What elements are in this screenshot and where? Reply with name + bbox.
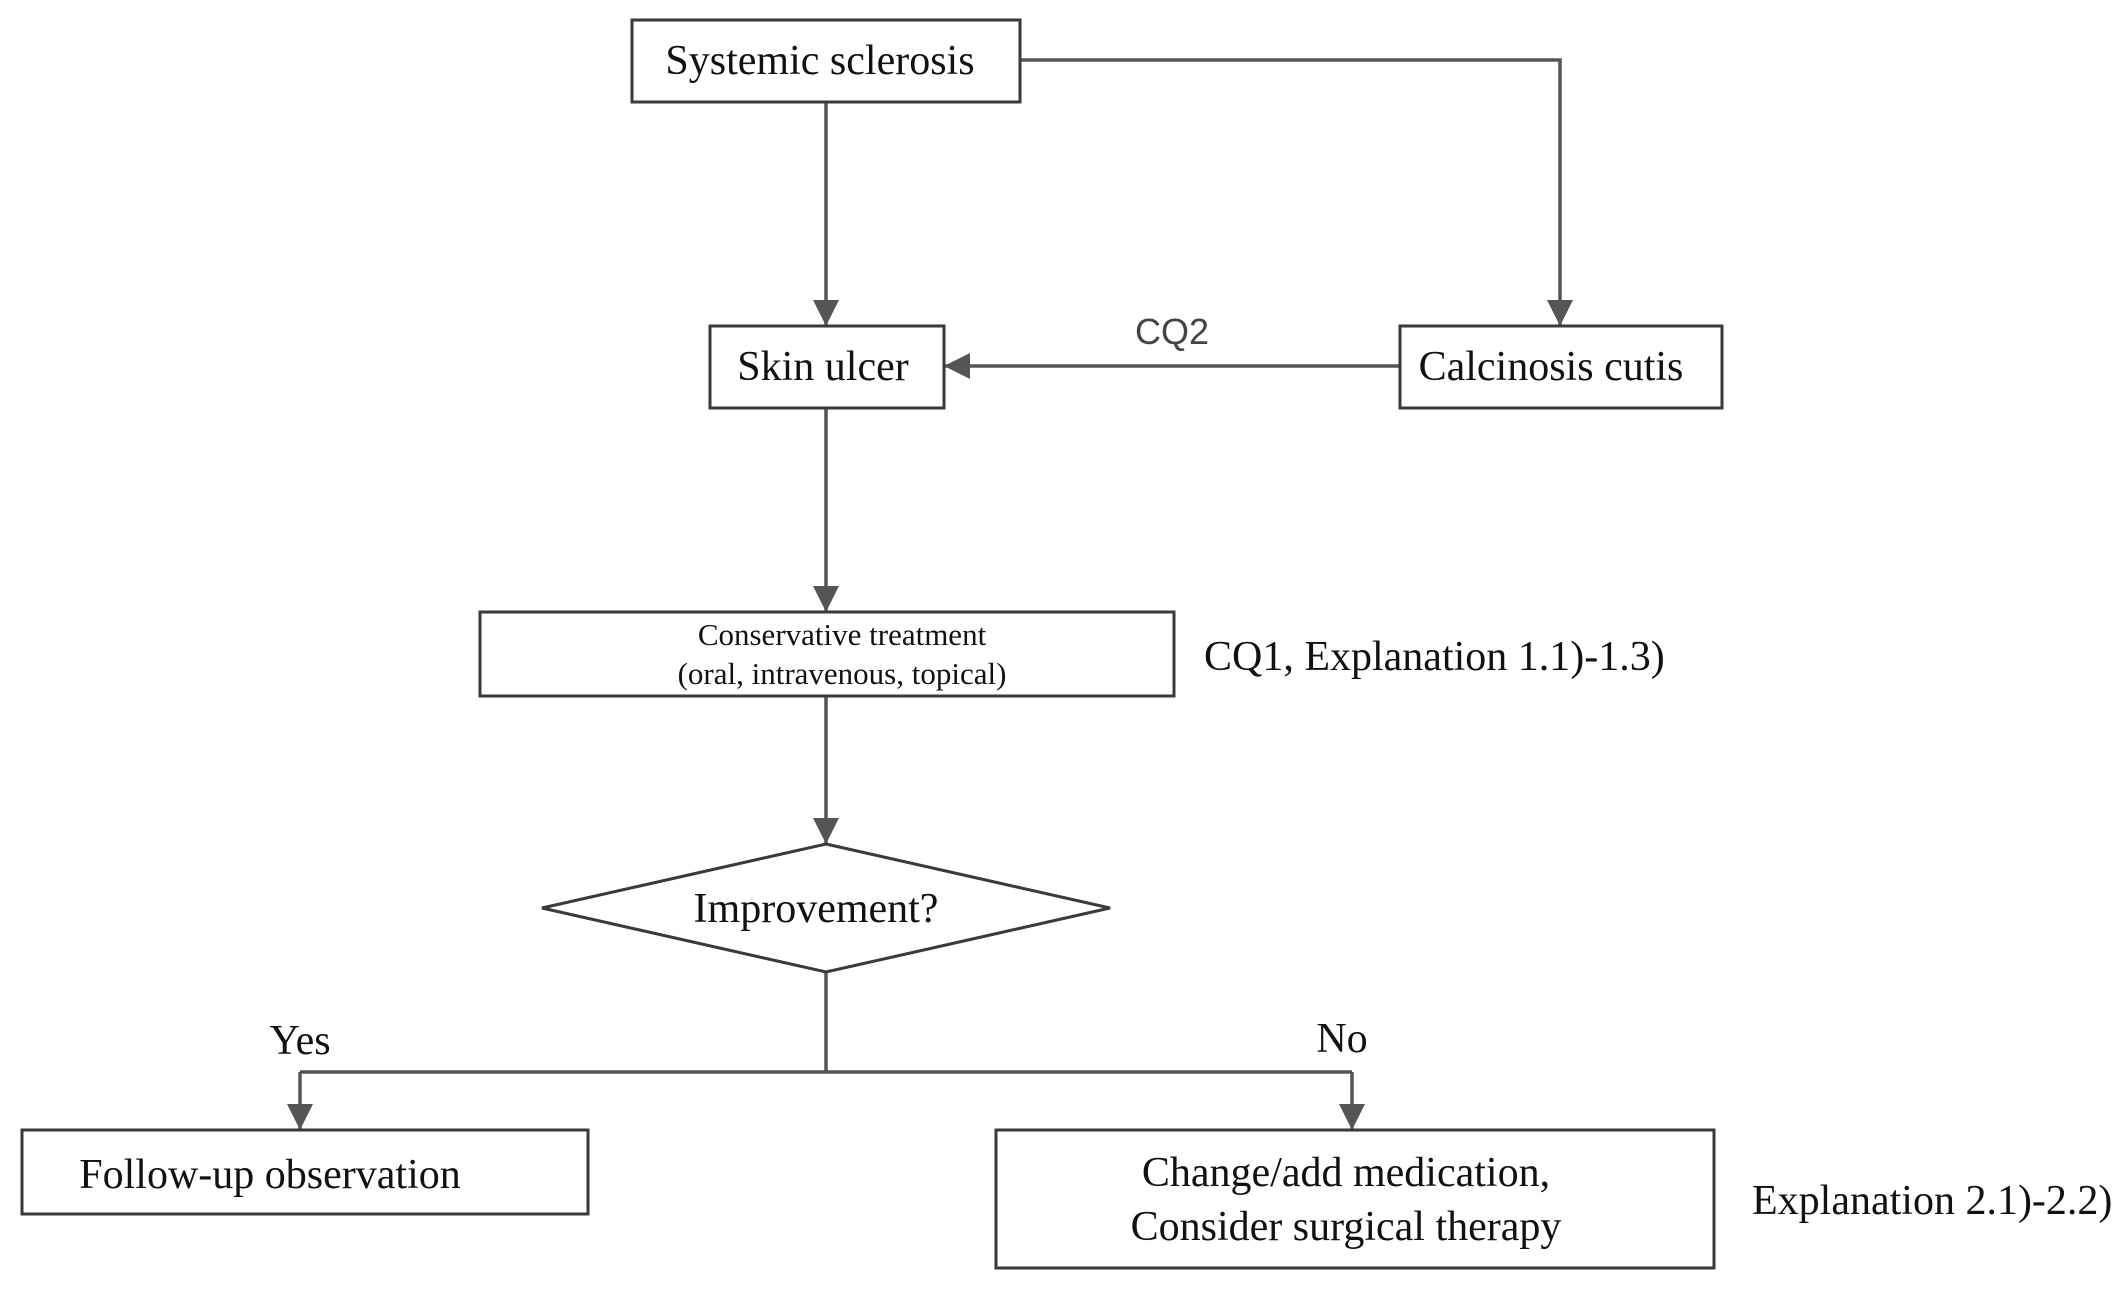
node-systemic-sclerosis — [630, 18, 1022, 104]
arrowhead-skin-ulcer-right — [944, 353, 970, 379]
arrowhead-follow-up-top — [287, 1104, 313, 1130]
arrowhead-improvement-top — [813, 818, 839, 844]
label-conservative-line1: Conservative treatment — [698, 617, 987, 652]
node-follow-up-observation — [20, 1128, 590, 1216]
label-systemic-sclerosis: Systemic sclerosis — [665, 38, 974, 84]
node-conservative-treatment — [478, 610, 1176, 698]
label-change-medication-line1: Change/add medication, — [1142, 1150, 1550, 1196]
label-conservative-line2: (oral, intravenous, topical) — [678, 656, 1007, 691]
label-change-medication-line2: Consider surgical therapy — [1131, 1204, 1562, 1250]
arrowhead-change-medication-top — [1339, 1104, 1365, 1130]
node-change-medication — [994, 1128, 1716, 1270]
node-skin-ulcer — [708, 324, 946, 410]
node-improvement-decision — [541, 842, 1111, 974]
node-calcinosis-cutis — [1398, 324, 1724, 410]
annotation-conservative-reference: CQ1, Explanation 1.1)-1.3) — [1204, 634, 1665, 680]
label-skin-ulcer: Skin ulcer — [737, 344, 908, 390]
arrowhead-conservative-top — [813, 586, 839, 612]
edge-systemic-to-calcinosis — [1020, 58, 1562, 326]
label-follow-up: Follow-up observation — [79, 1152, 460, 1198]
edge-label-cq2: CQ2 — [1135, 311, 1209, 352]
arrowhead-calcinosis-top — [1547, 300, 1573, 326]
annotation-change-reference: Explanation 2.1)-2.2) — [1752, 1178, 2112, 1224]
label-calcinosis-cutis: Calcinosis cutis — [1419, 344, 1684, 390]
edge-label-yes: Yes — [269, 1018, 330, 1064]
arrowhead-skin-ulcer-top — [813, 300, 839, 326]
edge-label-no: No — [1316, 1016, 1367, 1062]
label-improvement: Improvement? — [694, 886, 939, 932]
